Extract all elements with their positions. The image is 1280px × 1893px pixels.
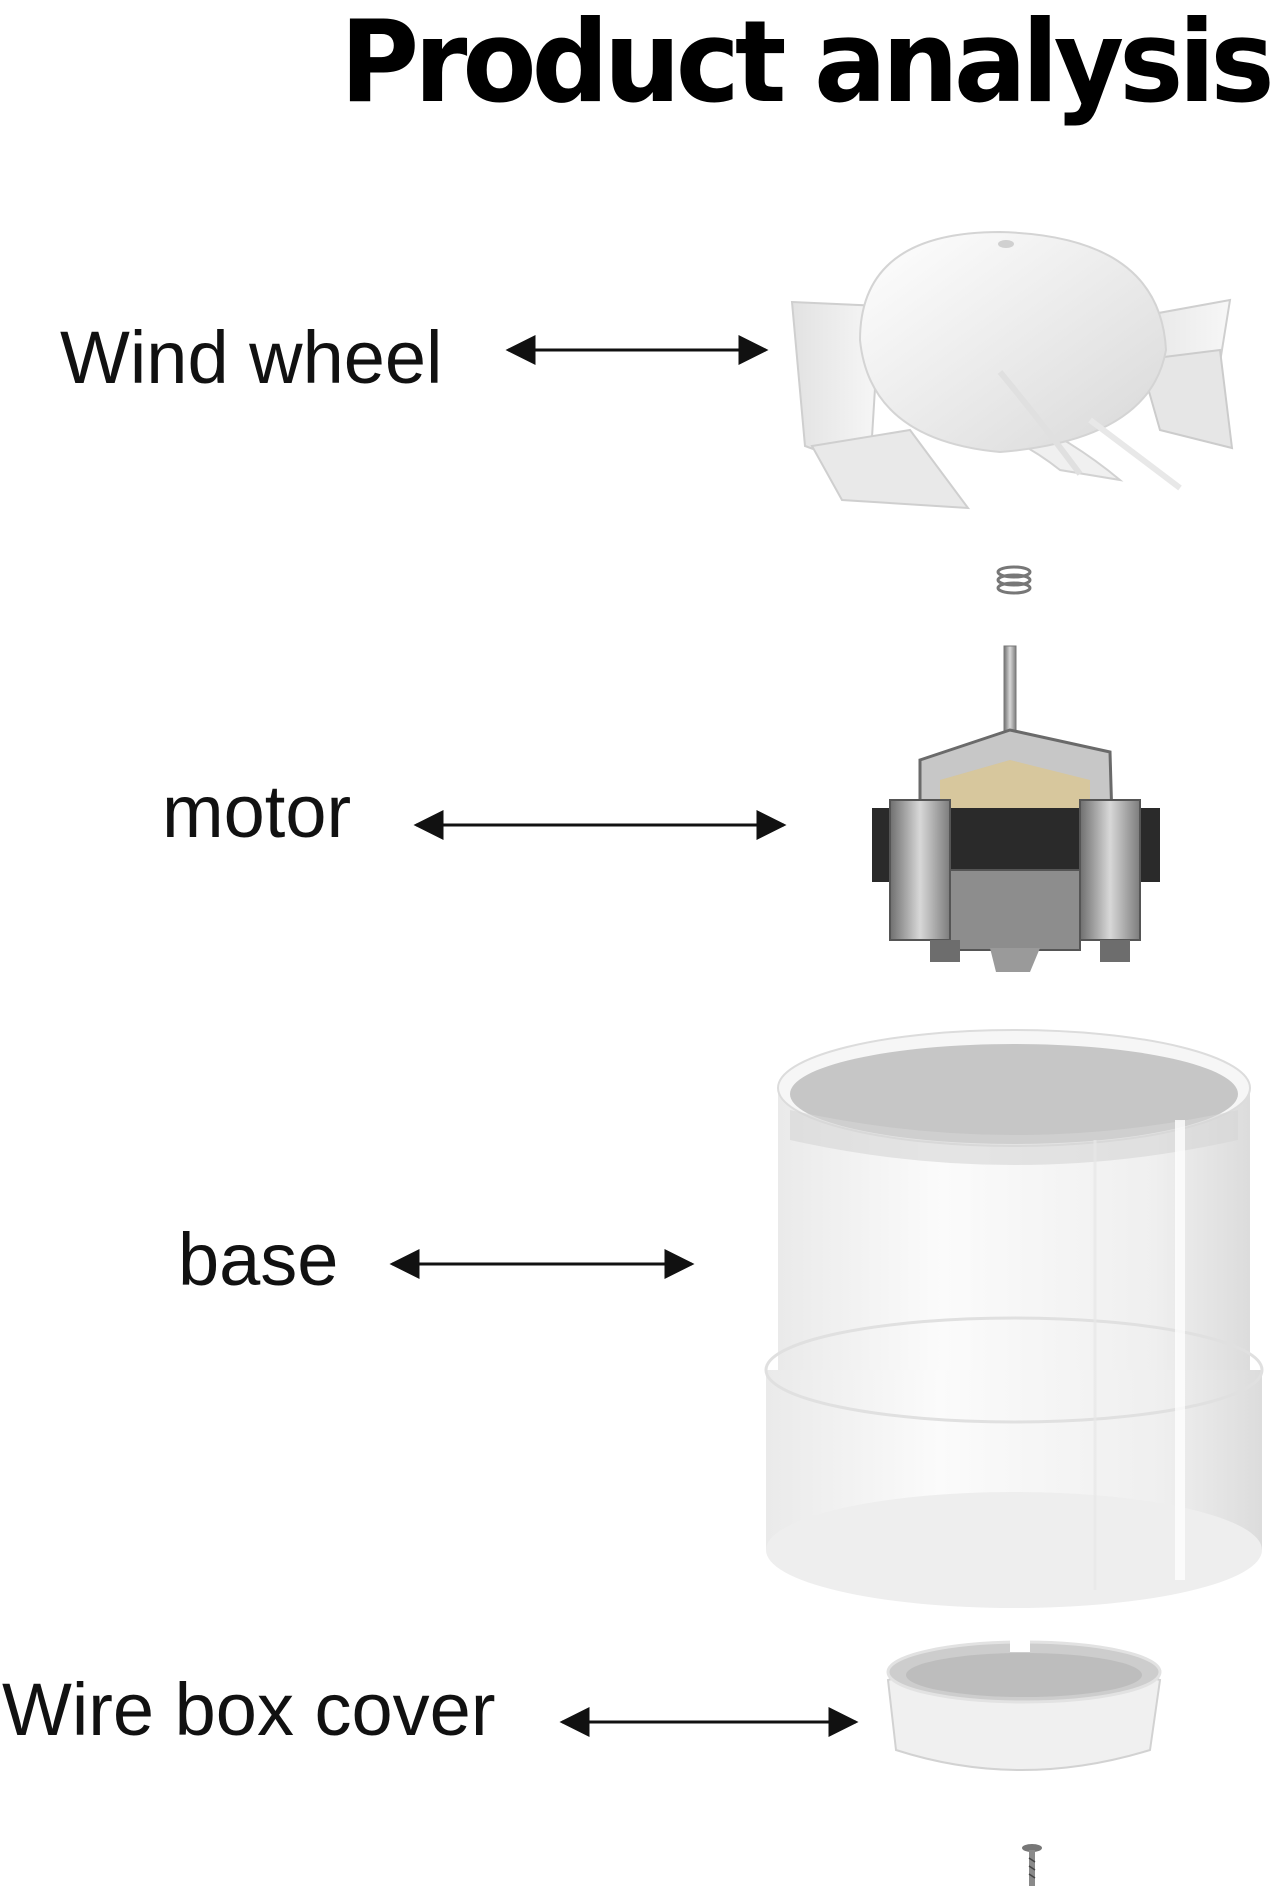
label-wire-box-cover: Wire box cover [2, 1668, 496, 1751]
label-wind-wheel: Wind wheel [60, 316, 443, 399]
label-motor: motor [162, 770, 352, 853]
motor-illustration [872, 645, 1160, 972]
base-illustration [764, 1029, 1264, 1608]
spring-illustration [996, 565, 1032, 595]
wind-wheel-illustration [790, 230, 1234, 510]
wire-box-cover-illustration [886, 1636, 1162, 1771]
label-base: base [178, 1218, 339, 1301]
screw-illustration [1022, 1844, 1042, 1886]
page-title: Product analysis [340, 0, 1275, 129]
